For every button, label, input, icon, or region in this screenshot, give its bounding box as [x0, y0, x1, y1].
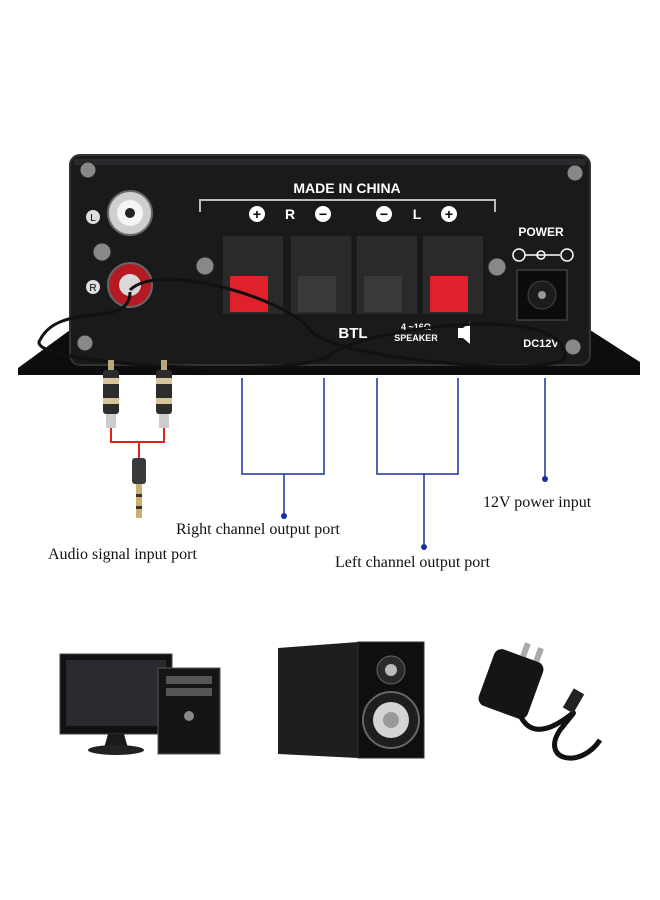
dc-power-jack[interactable]: [516, 269, 568, 321]
audio-input-caption: Audio signal input port: [48, 546, 197, 563]
channel-l-label: L: [413, 206, 422, 222]
minus-icon: −: [380, 206, 388, 222]
rca-jack-right[interactable]: [107, 262, 153, 308]
speaker-terminals[interactable]: [221, 234, 485, 316]
right-output-caption: Right channel output port: [176, 521, 340, 538]
plus-icon: +: [253, 206, 261, 222]
btl-label: BTL: [338, 325, 367, 342]
power-rating-label: DC12V: [523, 338, 559, 350]
left-output-caption: Left channel output port: [335, 554, 491, 571]
minus-icon: −: [319, 206, 327, 222]
power-adapter-icon: [478, 642, 603, 761]
speaker-label: SPEAKER: [394, 333, 438, 343]
screw-icon: [92, 242, 112, 262]
screw-icon: [76, 161, 584, 356]
rca-jack-left[interactable]: [107, 190, 153, 236]
rca-to-aux-cable: [103, 360, 172, 518]
input-l-label: L: [90, 213, 96, 224]
callout-lines: [241, 378, 546, 546]
callout-dot-icon: [281, 476, 548, 550]
made-in-label: MADE IN CHINA: [293, 180, 400, 196]
speaker-icon: [458, 322, 470, 344]
desktop-computer-icon: [59, 653, 221, 755]
bookshelf-speaker-icon: [278, 641, 425, 759]
input-l-badge: [86, 210, 100, 224]
input-r-badge: [86, 280, 100, 294]
audio-cable: [37, 277, 567, 370]
input-r-label: R: [89, 283, 96, 294]
channel-r-label: R: [285, 206, 295, 222]
impedance-label: 4 ~16Ω: [401, 322, 431, 332]
polarity-icon: [512, 248, 574, 262]
plus-icon: +: [445, 206, 453, 222]
power-label: POWER: [518, 225, 564, 239]
power-input-caption: 12V power input: [483, 494, 592, 511]
